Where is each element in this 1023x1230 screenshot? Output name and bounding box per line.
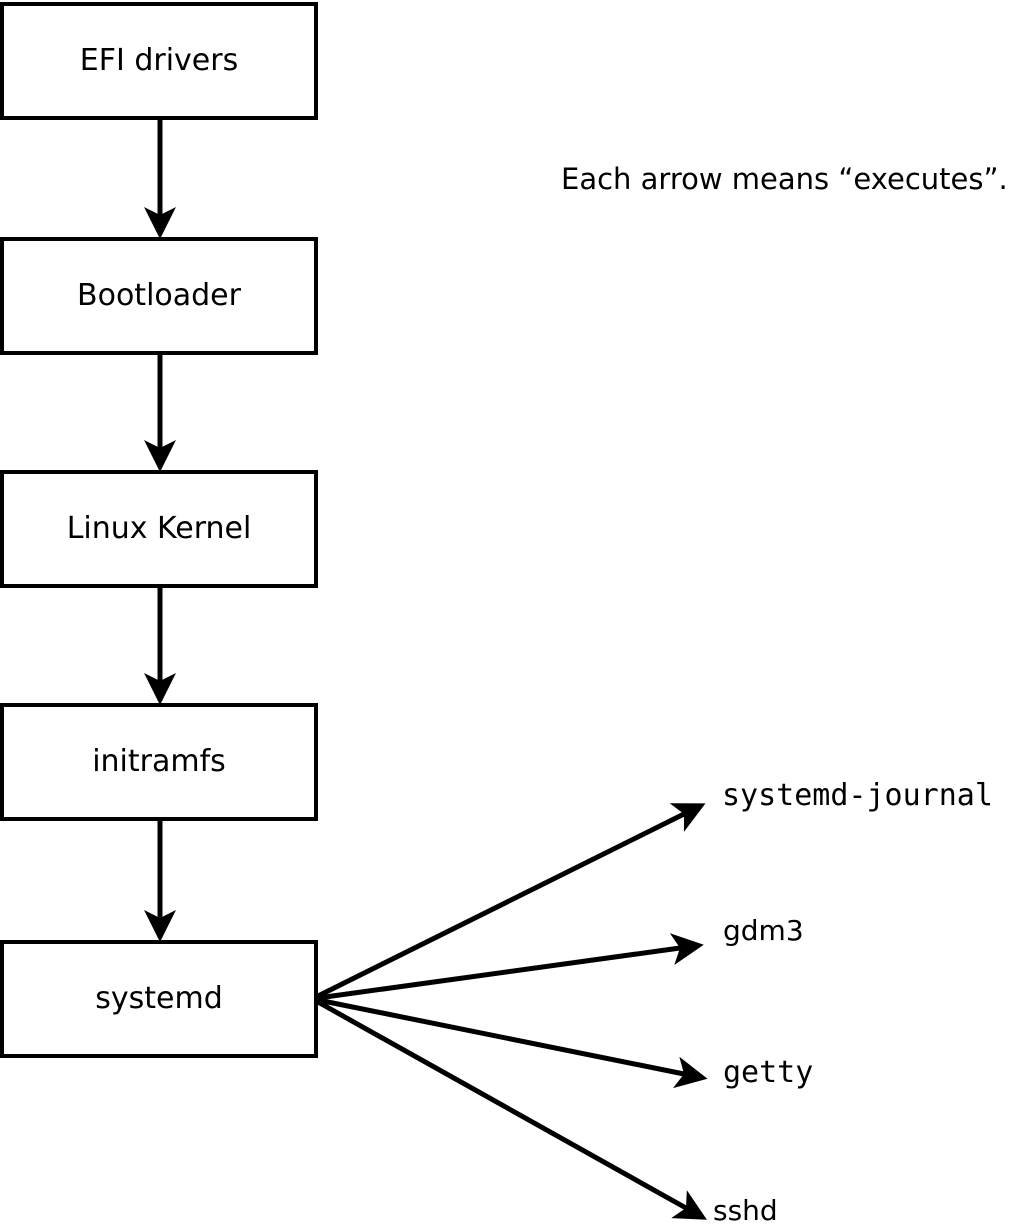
service-label-sshd: sshd <box>713 1194 778 1227</box>
service-label-systemd-journal: systemd-journal <box>722 778 993 813</box>
box-systemd-label: systemd <box>95 981 223 1016</box>
box-efi-drivers-label: EFI drivers <box>79 43 239 78</box>
box-bootloader: Bootloader <box>0 237 318 355</box>
box-initramfs: initramfs <box>0 703 318 821</box>
arrow-systemd-to-journal <box>316 803 706 999</box>
box-linux-kernel-label: Linux Kernel <box>66 511 252 546</box>
arrow-systemd-to-gdm3 <box>317 933 704 1001</box>
service-label-getty: getty <box>723 1055 814 1090</box>
service-label-gdm3: gdm3 <box>723 914 804 947</box>
box-initramfs-label: initramfs <box>92 744 226 779</box>
arrow-systemd-to-getty <box>317 997 708 1089</box>
box-bootloader-label: Bootloader <box>77 278 241 313</box>
arrow-systemd-to-sshd <box>316 999 707 1220</box>
box-linux-kernel: Linux Kernel <box>0 470 318 588</box>
box-systemd: systemd <box>0 940 318 1058</box>
box-efi-drivers: EFI drivers <box>0 2 318 120</box>
legend-note: Each arrow means “executes”. <box>561 162 1008 196</box>
